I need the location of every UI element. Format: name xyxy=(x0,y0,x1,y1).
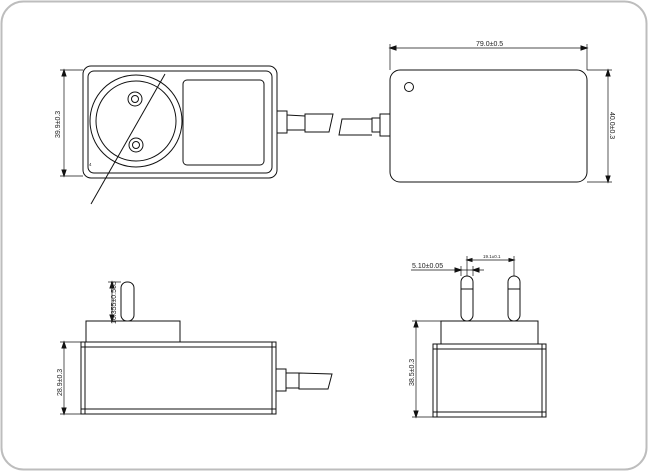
front-body-outline xyxy=(82,65,278,179)
end-total-arrow-top xyxy=(413,319,419,328)
bottom-body-inner xyxy=(84,341,273,415)
pin-top-outer xyxy=(127,91,143,107)
bottom-plug-base xyxy=(85,320,181,343)
side-length-arrow-right xyxy=(580,45,589,51)
end-pin-dia-dim-text: 5.10±0.05 xyxy=(412,263,443,270)
front-cable-end xyxy=(304,113,334,133)
plug-socket-circle xyxy=(89,74,183,168)
bottom-pin-arrow-bottom xyxy=(109,314,115,323)
front-dim-arrow-top xyxy=(61,68,67,77)
end-plug-base xyxy=(440,320,539,345)
plug-socket-inner xyxy=(95,80,177,162)
front-height-dim-text: 39.9±0.3 xyxy=(55,111,62,138)
side-cable-boot xyxy=(371,117,380,133)
side-length-dim-text: 79.0±0.5 xyxy=(476,41,503,48)
diameter-leader-line xyxy=(90,73,166,205)
end-body-inner xyxy=(436,343,543,418)
side-body-outline xyxy=(389,69,588,183)
bottom-cable-end xyxy=(298,372,333,390)
bottom-pin xyxy=(120,281,135,322)
pin-bottom-inner xyxy=(132,141,140,149)
bottom-view xyxy=(60,280,333,416)
side-cable-end xyxy=(338,118,372,136)
bottom-body-arrow-bottom xyxy=(61,407,67,416)
bottom-body-dim-text: 28.9±0.3 xyxy=(57,369,64,396)
end-total-arrow-bottom xyxy=(413,410,419,419)
end-pin-dia-arrow-left xyxy=(454,267,463,273)
side-height-arrow-top xyxy=(605,68,611,77)
front-cable-strain-relief xyxy=(276,110,288,134)
end-pin-dia-arrow-right xyxy=(471,267,480,273)
side-height-arrow-bottom xyxy=(605,175,611,184)
bottom-pin-arrow-top xyxy=(109,280,115,289)
end-total-dim-text: 38.5±0.3 xyxy=(409,359,416,386)
end-pin-left xyxy=(460,275,474,322)
front-body-inner xyxy=(87,70,273,174)
end-pitch-dim-text: 19.1±0.1 xyxy=(483,254,501,259)
front-face-recess xyxy=(182,79,265,166)
side-cable-strain-relief xyxy=(379,113,391,137)
end-pitch-arrow-right xyxy=(508,257,516,263)
front-dim-arrow-bottom xyxy=(61,169,67,178)
end-pitch-arrow-left xyxy=(465,257,473,263)
bottom-body-arrow-top xyxy=(61,340,67,349)
front-cable-line-a xyxy=(286,114,306,117)
front-note-text: 4 xyxy=(89,162,92,167)
end-body-outline xyxy=(432,343,547,418)
bottom-pin-dim-text: 16.355±0.565 xyxy=(111,281,118,324)
bottom-body-outline xyxy=(80,341,277,415)
side-view xyxy=(338,44,612,184)
pin-bottom-outer xyxy=(128,137,144,153)
side-led-indicator xyxy=(404,82,414,92)
side-length-arrow-left xyxy=(388,45,397,51)
bottom-cable-strain-relief xyxy=(275,368,287,392)
end-pin-right xyxy=(507,275,521,322)
end-view xyxy=(411,256,547,419)
pin-top-inner xyxy=(131,95,139,103)
side-height-dim-text: 40.0±0.3 xyxy=(608,112,615,139)
front-view xyxy=(60,65,334,205)
